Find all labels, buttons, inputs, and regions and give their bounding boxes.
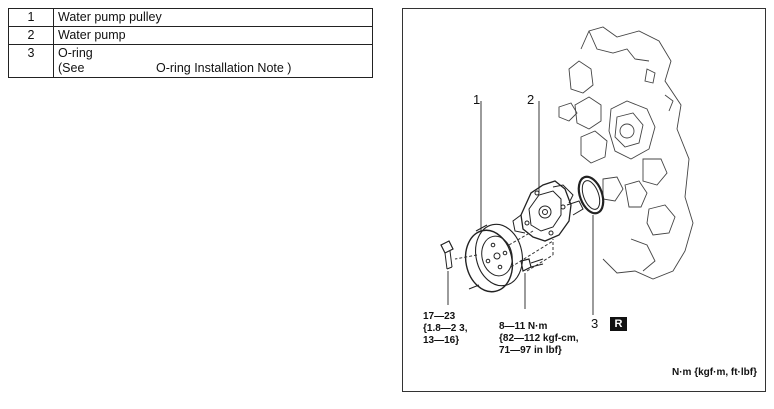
- part-number: 2: [8, 26, 54, 45]
- table-row: 2 Water pump: [8, 26, 373, 45]
- alignment-lines: [454, 230, 554, 272]
- callout-2: 2: [527, 92, 535, 107]
- part-name: Water pump pulley: [53, 8, 373, 27]
- table-row: 1 Water pump pulley: [8, 8, 373, 27]
- parts-table: 1 Water pump pulley 2 Water pump 3 O-rin…: [8, 8, 373, 78]
- engine-block-outline: [558, 26, 694, 280]
- part-name: Water pump: [53, 26, 373, 45]
- part-note: (See O-ring Installation Note ): [58, 61, 368, 76]
- torque-spec-left: 17—23 {1.8—2 3, 13—16}: [423, 311, 467, 347]
- part-name: O-ring: [58, 46, 93, 60]
- part-number: 1: [8, 8, 54, 27]
- leader-lines: [447, 101, 594, 315]
- replace-badge: R: [610, 317, 627, 331]
- exploded-view-drawing: [440, 26, 694, 315]
- unit-note: N·m {kgf·m, ft·lbf}: [672, 367, 757, 378]
- torque-spec-mid: 8—11 N·m {82—112 kgf-cm, 71—97 in lbf}: [499, 321, 579, 357]
- torque-line: 13—16}: [423, 335, 460, 346]
- callout-3: 3: [591, 316, 599, 331]
- bolt-mid-drawing: [520, 258, 544, 272]
- torque-line: 17—23: [423, 311, 456, 322]
- callout-1: 1: [473, 92, 481, 107]
- exploded-view-figure: 1 2 3 R 17—23 {1.8—2 3, 13—16} 8—11 N·m …: [402, 8, 766, 392]
- torque-line: {1.8—2 3,: [423, 323, 468, 334]
- torque-line: {82—112 kgf-cm,: [499, 333, 579, 344]
- note-link[interactable]: O-ring Installation Note ): [156, 61, 292, 75]
- water-pump-drawing: [512, 180, 584, 242]
- bolt-left-drawing: [440, 240, 454, 270]
- note-open: (See: [58, 61, 85, 75]
- table-row: 3 O-ring (See O-ring Installation Note ): [8, 44, 373, 78]
- torque-line: 8—11 N·m: [499, 321, 548, 332]
- part-cell: O-ring (See O-ring Installation Note ): [53, 44, 373, 78]
- o-ring-drawing: [577, 175, 605, 215]
- part-number: 3: [8, 44, 54, 78]
- water-pump-pulley-drawing: [464, 223, 523, 293]
- torque-line: 71—97 in lbf}: [499, 345, 562, 356]
